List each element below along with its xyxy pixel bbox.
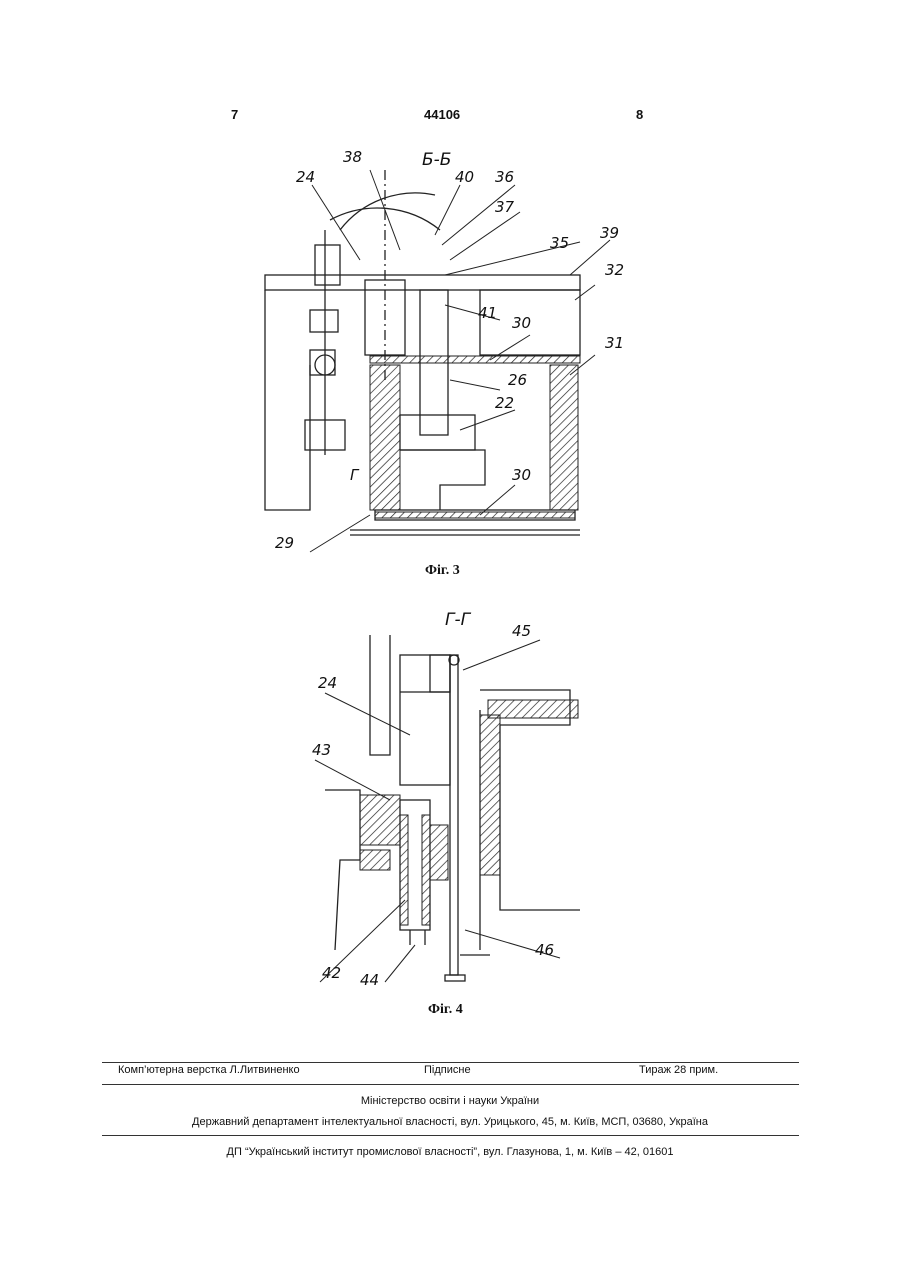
signed-label: Підписне: [424, 1064, 471, 1076]
fig4-label-43: 43: [312, 741, 331, 759]
fig3-label-g: Г: [350, 466, 360, 484]
figure-3-drawing: 38 Б-Б 24 40 36 37 35 39 32 41 30 31 26 …: [250, 140, 650, 560]
fig3-label-40: 40: [455, 168, 474, 186]
fig4-label-45: 45: [512, 622, 531, 640]
fig3-section-label: Б-Б: [422, 150, 451, 170]
page-number-left: 7: [231, 107, 238, 122]
fig4-label-24: 24: [318, 674, 337, 692]
fig3-label-31: 31: [605, 334, 624, 352]
department-line: Державний департамент інтелектуальної вл…: [0, 1116, 900, 1128]
fig4-label-44: 44: [360, 971, 379, 989]
fig3-label-37: 37: [495, 198, 515, 216]
institute-line: ДП “Український інститут промислової вла…: [0, 1146, 900, 1158]
fig3-label-35: 35: [550, 234, 569, 252]
figure-4-caption: Фіг. 4: [428, 1002, 463, 1018]
footer-divider-bottom: [102, 1135, 799, 1136]
footer-divider-middle: [102, 1084, 799, 1085]
figure-4-drawing: Г-Г 45 24 43 42 44 46: [300, 600, 590, 995]
fig4-label-46: 46: [535, 941, 554, 959]
fig3-label-39: 39: [600, 224, 619, 242]
footer-divider-top: [102, 1062, 799, 1063]
fig3-label-32: 32: [605, 261, 624, 279]
fig3-label-41: 41: [478, 304, 497, 322]
page-number-right: 8: [636, 107, 643, 122]
circulation-label: Тираж 28 прим.: [639, 1064, 718, 1076]
ministry-line: Міністерство освіти і науки України: [0, 1095, 900, 1107]
fig3-label-24: 24: [296, 168, 315, 186]
fig3-label-30-top: 30: [512, 314, 531, 332]
fig3-label-36: 36: [495, 168, 514, 186]
figure-3-caption: Фіг. 3: [425, 563, 460, 579]
fig3-label-22: 22: [495, 394, 514, 412]
layout-credit: Комп’ютерна верстка Л.Литвиненко: [118, 1064, 300, 1076]
fig3-label-30-bottom: 30: [512, 466, 531, 484]
fig4-label-42: 42: [322, 964, 341, 982]
fig4-section-label: Г-Г: [445, 610, 472, 630]
fig3-label-29: 29: [275, 534, 294, 552]
document-number: 44106: [424, 107, 460, 122]
fig3-label-38: 38: [343, 148, 362, 166]
fig3-label-26: 26: [508, 371, 527, 389]
